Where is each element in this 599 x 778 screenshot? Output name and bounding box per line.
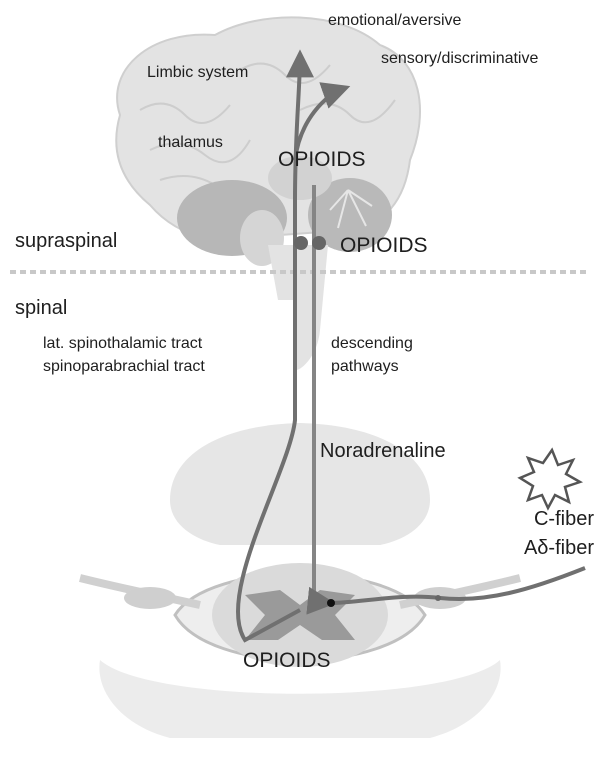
pain-starburst-icon <box>520 450 580 508</box>
spinal-label: spinal <box>15 297 67 320</box>
descending-pathways-label-1: descending <box>331 335 413 353</box>
emotional-aversive-label: emotional/aversive <box>328 12 461 30</box>
spinal-synapse-dot <box>327 599 335 607</box>
brainstem-opioid-site-2 <box>312 236 326 250</box>
spinal-section <box>80 423 520 738</box>
dorsal-root-ganglion-left <box>124 587 176 609</box>
a-delta-fiber-label: Aδ-fiber <box>524 537 594 560</box>
opioids-brain-label: OPIOIDS <box>278 148 366 172</box>
sensory-discriminative-label: sensory/discriminative <box>381 50 538 68</box>
limbic-system-label: Limbic system <box>147 64 248 82</box>
brainstem <box>268 245 328 370</box>
ascending-tract-label-1: lat. spinothalamic tract <box>43 335 202 353</box>
c-fiber-label: C-fiber <box>534 508 594 531</box>
thalamus-label: thalamus <box>158 134 223 152</box>
ascending-tract-label-2: spinoparabrachial tract <box>43 358 205 376</box>
opioids-spinal-label: OPIOIDS <box>243 649 331 673</box>
supraspinal-label: supraspinal <box>15 230 117 253</box>
brainstem-opioid-site-1 <box>294 236 308 250</box>
ganglion-dot <box>435 595 441 601</box>
opioids-brainstem-label: OPIOIDS <box>340 234 428 258</box>
noradrenaline-label: Noradrenaline <box>320 440 446 463</box>
descending-pathways-label-2: pathways <box>331 358 399 376</box>
